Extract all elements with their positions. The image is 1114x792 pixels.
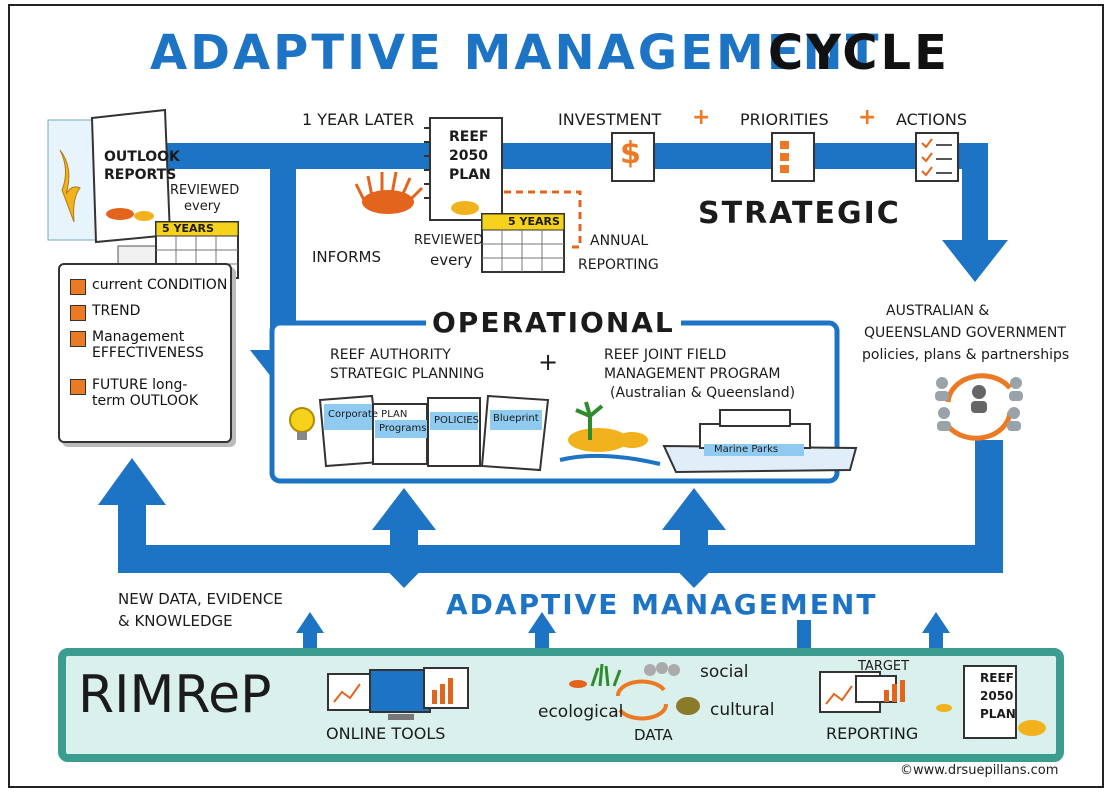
online-tools-monitor xyxy=(327,667,469,720)
checklist-item: TREND xyxy=(70,303,140,321)
new-data-line1: NEW DATA, EVIDENCE xyxy=(118,590,283,608)
plan-line3: PLAN xyxy=(449,167,491,183)
annual-label: ANNUAL xyxy=(590,233,649,249)
doc-label-blueprint: Blueprint xyxy=(493,413,539,424)
gov-line2: QUEENSLAND GOVERNMENT xyxy=(864,325,1066,341)
online-tools-label: ONLINE TOOLS xyxy=(326,724,446,743)
outlook-years: 5 YEARS xyxy=(162,222,214,235)
double-arrow-left xyxy=(372,488,436,588)
plan-notebook xyxy=(424,117,503,221)
target-label: TARGET xyxy=(858,659,910,674)
outlook-reviewed: REVIEWED xyxy=(170,183,240,198)
informs-label: INFORMS xyxy=(312,248,381,266)
field-line2: MANAGEMENT PROGRAM xyxy=(604,366,781,382)
lightbulb-icon xyxy=(289,407,315,440)
field-line3: (Australian & Queensland) xyxy=(610,385,796,401)
left-up-arrowhead xyxy=(98,458,166,505)
credit-text: ©www.drsuepillans.com xyxy=(900,763,1059,778)
outlook-every: every xyxy=(184,199,221,214)
dollar-icon: $ xyxy=(620,136,641,171)
rimrep-plan-line2: 2050 xyxy=(980,689,1014,703)
doc-programs xyxy=(372,403,428,465)
actions-label: ACTIONS xyxy=(896,110,968,129)
doc-blueprint xyxy=(480,394,550,472)
gov-line1: AUSTRALIAN & xyxy=(886,303,990,319)
priorities-box xyxy=(771,132,815,182)
priorities-label: PRIORITIES xyxy=(740,110,829,129)
rimrep-plan-line3: PLAN xyxy=(980,707,1016,721)
right-down-arrowhead xyxy=(942,240,1008,282)
checklist-item: Management EFFECTIVENESS xyxy=(70,329,220,361)
annual-dashed-path xyxy=(504,190,582,249)
gov-line3: policies, plans & partnerships xyxy=(862,347,1070,363)
rimrep-band xyxy=(58,648,1064,762)
reporting-label: REPORTING xyxy=(578,257,659,273)
checklist-item: current CONDITION xyxy=(70,277,227,295)
rimrep-name: RIMReP xyxy=(78,665,272,725)
authority-line1: REEF AUTHORITY xyxy=(330,347,451,363)
plan-reviewed: REVIEWED xyxy=(414,233,484,248)
plus-1: + xyxy=(692,105,711,130)
boat-label: Marine Parks xyxy=(714,444,779,455)
plan-line2: 2050 xyxy=(449,148,488,164)
plan-every: every xyxy=(430,251,473,269)
government-partnership-icon xyxy=(935,373,1023,441)
plan-line1: REEF xyxy=(449,129,489,145)
operational-title: OPERATIONAL xyxy=(426,308,681,337)
doc-label-programs: Programs xyxy=(379,423,427,434)
bottom-flow-band xyxy=(118,545,1003,573)
checklist-item: FUTURE long-term OUTLOOK xyxy=(70,377,220,409)
left-up-shaft xyxy=(118,500,146,573)
data-cycle-icon xyxy=(569,662,700,721)
inform-down-shaft xyxy=(270,143,296,353)
rimrep-plan-notebook xyxy=(936,665,1046,739)
marine-parks-boat xyxy=(662,409,858,474)
field-line1: REEF JOINT FIELD xyxy=(604,347,727,363)
data-label: DATA xyxy=(634,726,673,744)
social-label: social xyxy=(700,662,749,682)
title-part2: CYCLE xyxy=(768,25,950,81)
ecological-label: ecological xyxy=(538,702,624,722)
plan-years: 5 YEARS xyxy=(508,215,560,228)
actions-box xyxy=(915,132,959,182)
island-illustration xyxy=(559,401,661,466)
operational-plus: + xyxy=(538,348,559,376)
plan-calendar xyxy=(481,213,565,273)
doc-label-corporate: Corporate PLAN xyxy=(328,409,408,420)
doc-corporate-plan xyxy=(318,394,382,468)
rimrep-plan-line1: REEF xyxy=(980,671,1014,685)
right-down-shaft xyxy=(962,143,988,243)
right-up-shaft xyxy=(975,440,1003,573)
outlook-line1: OUTLOOK xyxy=(104,149,180,165)
reporting-rimrep-label: REPORTING xyxy=(826,724,919,743)
one-year-later-label: 1 YEAR LATER xyxy=(302,110,415,129)
authority-line2: STRATEGIC PLANNING xyxy=(330,366,485,382)
top-flow-band xyxy=(160,143,980,169)
plus-2: + xyxy=(858,105,877,130)
strategic-label: STRATEGIC xyxy=(698,196,901,231)
doc-label-policies: POLICIES xyxy=(434,415,480,426)
adaptive-title: ADAPTIVE MANAGEMENT xyxy=(446,588,878,621)
reporting-dashboard xyxy=(819,671,905,713)
outlook-book xyxy=(47,108,172,244)
investment-label: INVESTMENT xyxy=(558,110,662,129)
cultural-label: cultural xyxy=(710,700,775,720)
outlook-line2: REPORTS xyxy=(104,167,177,183)
outlook-checklist: current CONDITION TREND Management EFFEC… xyxy=(58,263,232,443)
title-part1: ADAPTIVE MANAGEMENT xyxy=(150,25,882,81)
anemone xyxy=(354,171,424,214)
doc-policies xyxy=(427,397,481,467)
investment-box xyxy=(611,132,655,182)
double-arrow-right xyxy=(662,488,726,588)
new-data-line2: & KNOWLEDGE xyxy=(118,612,233,630)
